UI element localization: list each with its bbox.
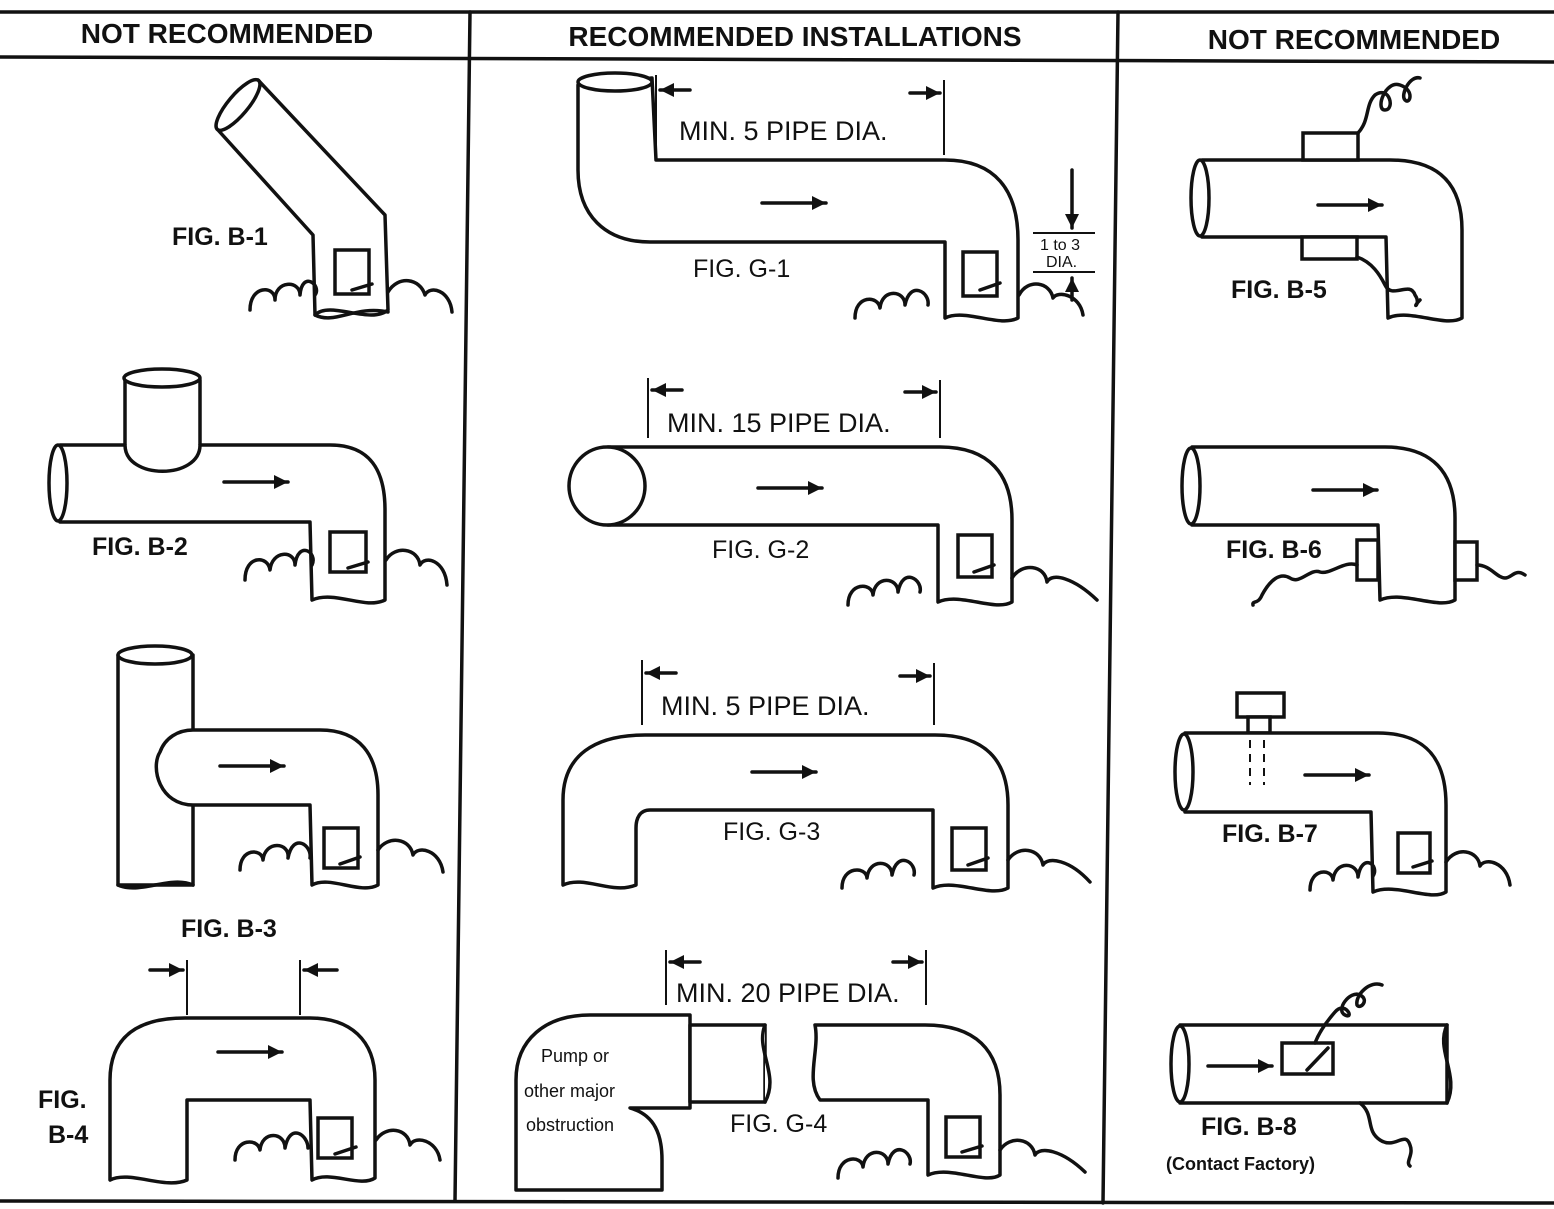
fig-b5-label: FIG. B-5 [1231,276,1327,304]
fig-b8-note: (Contact Factory) [1166,1154,1315,1174]
fig-b7-diagram [1173,691,1512,897]
fig-b2-diagram [47,367,449,605]
fig-b4-label-line2: B-4 [48,1121,88,1149]
fig-g2-dimension: MIN. 15 PIPE DIA. [667,408,891,438]
pump-label-line2: other major [524,1081,615,1101]
pump-label-line3: obstruction [526,1115,614,1135]
header-middle: RECOMMENDED INSTALLATIONS [568,21,1021,52]
fig-g3-diagram [561,660,1092,893]
fig-g1-side-dimension-line2: DIA. [1046,254,1077,271]
header-right: NOT RECOMMENDED [1208,24,1500,55]
fig-g1-label: FIG. G-1 [693,255,790,283]
fig-g4-label: FIG. G-4 [730,1110,827,1138]
fig-b6-diagram [1180,445,1527,607]
fig-b3-diagram [116,644,445,890]
table-frame [0,10,1554,1205]
fig-g4-dimension: MIN. 20 PIPE DIA. [676,978,900,1008]
fig-b6-label: FIG. B-6 [1226,536,1322,564]
fig-b3-label: FIG. B-3 [181,915,277,943]
fig-b5-diagram [1189,76,1464,323]
fig-g3-dimension: MIN. 5 PIPE DIA. [661,691,870,721]
fig-g2-diagram [567,378,1099,607]
fig-b7-label: FIG. B-7 [1222,820,1318,848]
fig-b2-label: FIG. B-2 [92,533,188,561]
fig-g2-label: FIG. G-2 [712,536,809,564]
fig-g1-dimension: MIN. 5 PIPE DIA. [679,116,888,146]
fig-b1-label: FIG. B-1 [172,223,268,251]
fig-b8-label: FIG. B-8 [1201,1113,1297,1141]
fig-g1-side-dimension-line1: 1 to 3 [1040,237,1080,254]
fig-b4-label-line1: FIG. [38,1086,87,1114]
pump-label-line1: Pump or [541,1046,609,1066]
fig-g4-diagram [514,950,1087,1192]
fig-b4-diagram [108,960,442,1185]
header-left: NOT RECOMMENDED [81,18,373,49]
fig-g1-diagram [576,71,1095,323]
fig-g3-label: FIG. G-3 [723,818,820,846]
fig-b8-diagram [1169,982,1453,1168]
fig-b1-diagram [214,77,454,320]
